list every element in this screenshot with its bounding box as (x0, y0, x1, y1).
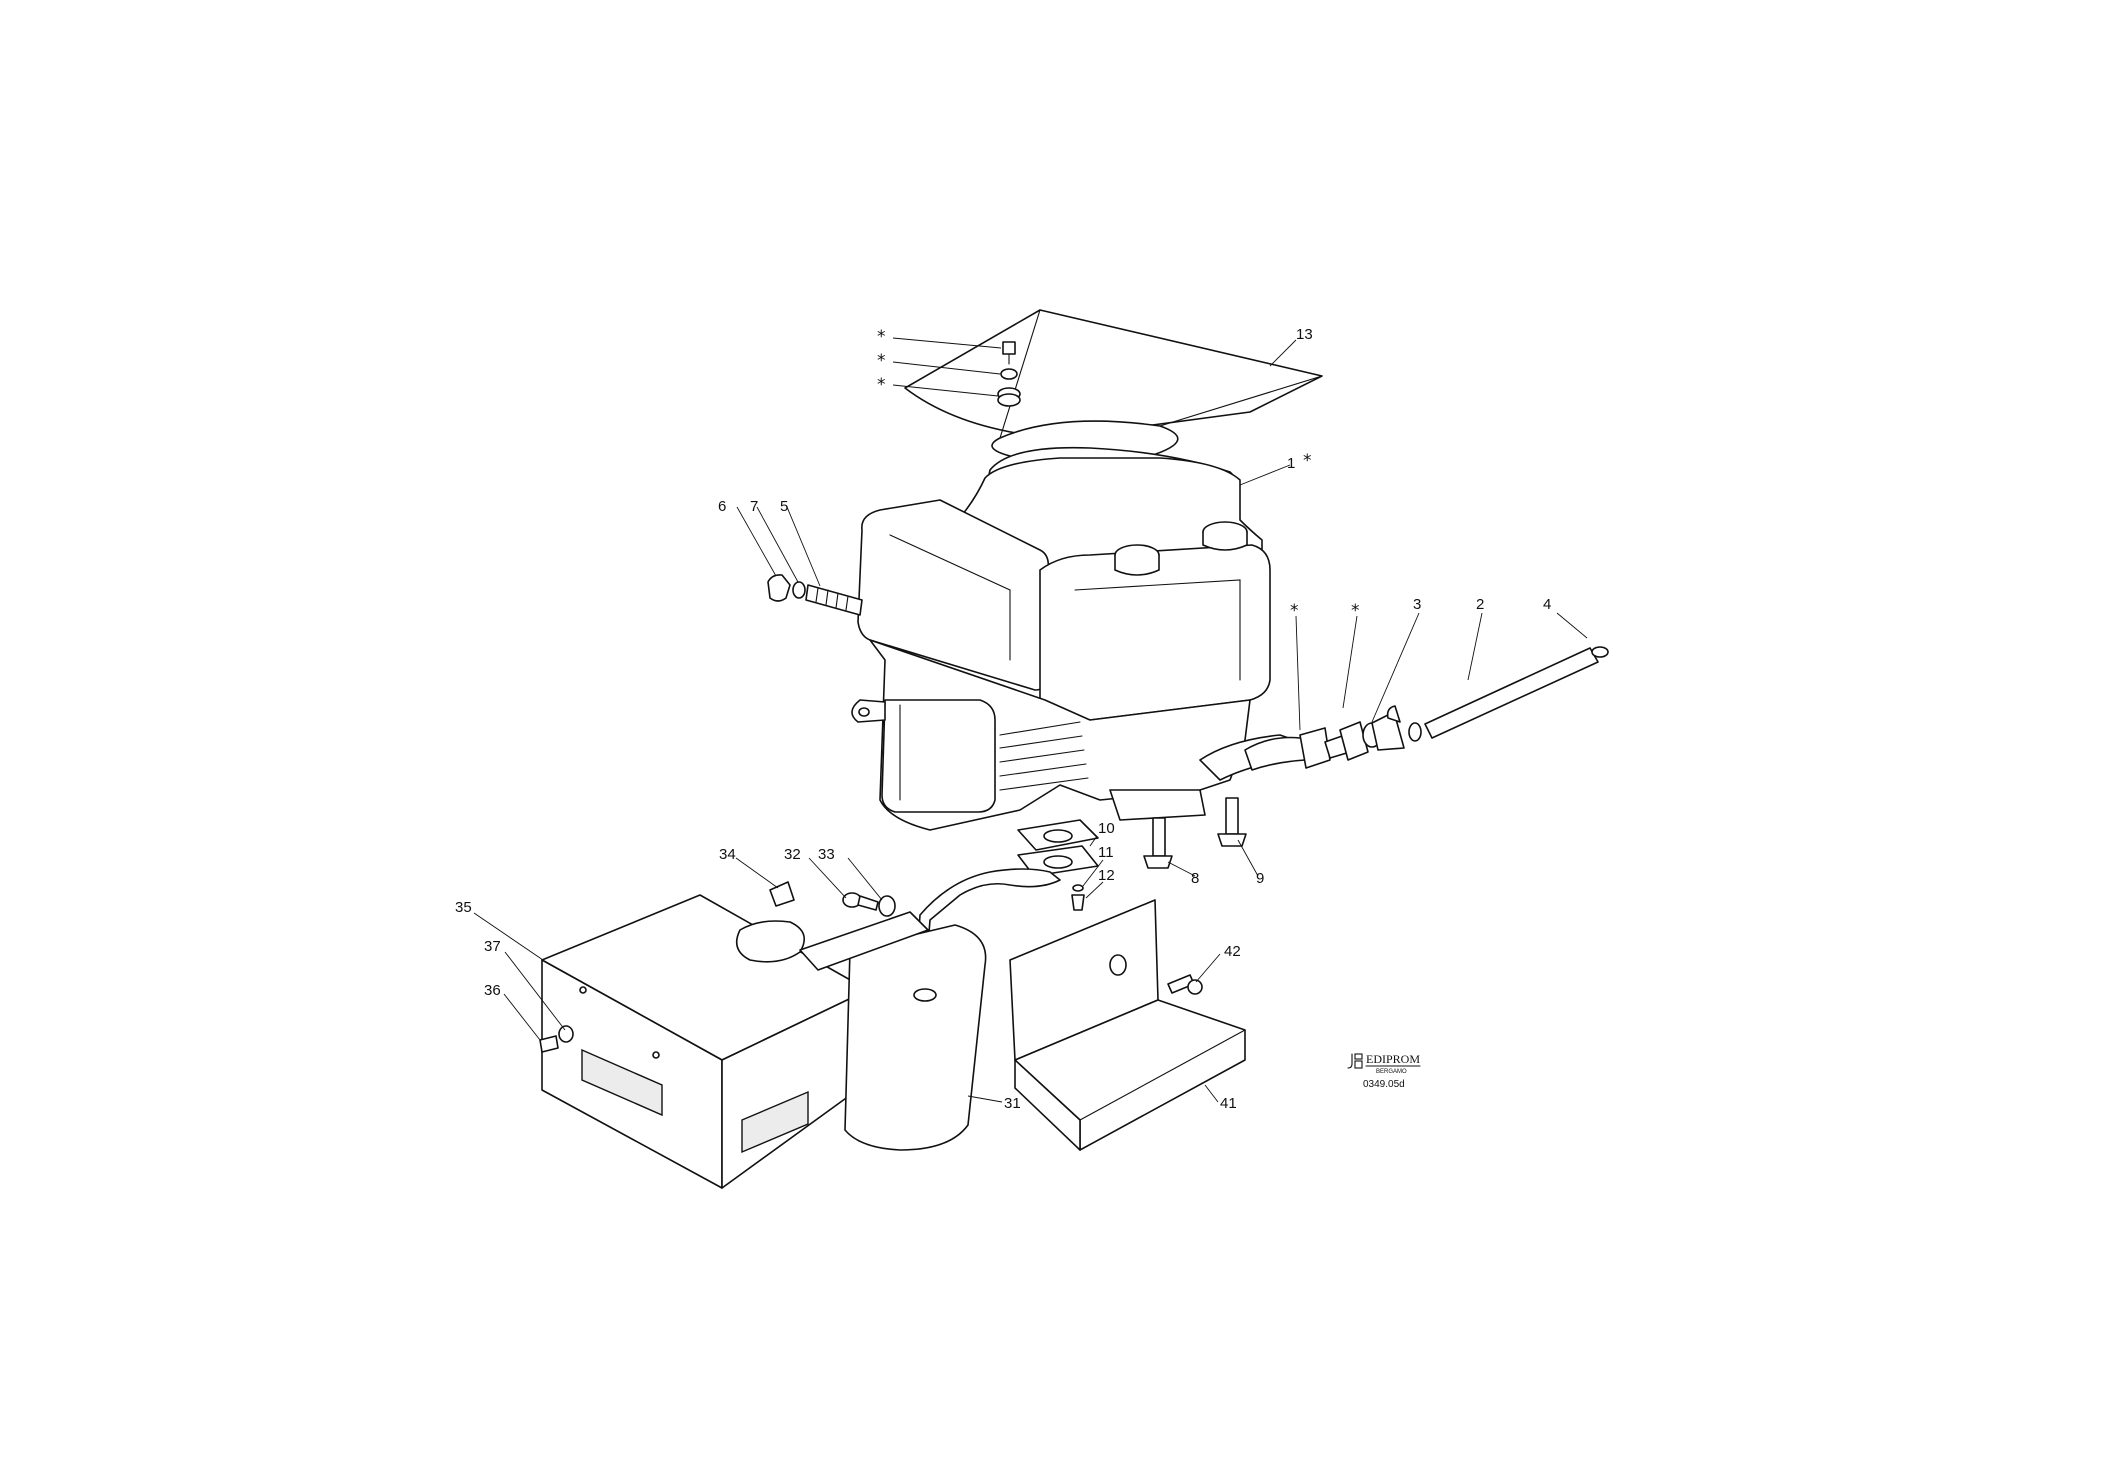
callout-7: 7 (750, 498, 758, 515)
fuel-line-assembly (1244, 646, 1609, 771)
callout-6: 6 (718, 498, 726, 515)
cowl-bolt-stack (997, 341, 1021, 407)
marker-fuel-2: * (1351, 601, 1360, 621)
marker-fuel-1: * (1290, 601, 1299, 621)
ediprom-logo: EDIPROM BERGAMO 0349.05d (1347, 1052, 1421, 1090)
callout-3: 3 (1413, 596, 1421, 613)
muffler-guard (541, 894, 869, 1189)
callout-4: 4 (1543, 596, 1551, 613)
ediprom-logo-icon (1347, 1053, 1363, 1069)
oil-drain-fitting (767, 574, 863, 616)
marker-cowl-1: * (877, 327, 886, 347)
leader-lines (473, 337, 1588, 1103)
marker-cowl-3: * (877, 375, 886, 395)
callout-36: 36 (484, 982, 501, 999)
muffler-body (799, 911, 987, 1151)
callout-34: 34 (719, 846, 736, 863)
callout-1: 1 (1287, 455, 1295, 472)
drawing-reference: 0349.05d (1363, 1079, 1405, 1090)
marker-cowl-2: * (877, 351, 886, 371)
exhaust-pipe-gasket (917, 819, 1099, 946)
callout-35: 35 (455, 899, 472, 916)
heat-shield (1009, 899, 1246, 1151)
callout-5: 5 (780, 498, 788, 515)
callout-13: 13 (1296, 326, 1313, 343)
logo-sub: BERGAMO (1376, 1069, 1407, 1075)
callout-41: 41 (1220, 1095, 1237, 1112)
heat-shield-bolt (1167, 974, 1203, 995)
callout-9: 9 (1256, 870, 1264, 887)
callout-42: 42 (1224, 943, 1241, 960)
callout-32: 32 (784, 846, 801, 863)
callout-12: 12 (1098, 867, 1115, 884)
callout-11: 11 (1098, 844, 1114, 861)
callout-2: 2 (1476, 596, 1484, 613)
callout-37: 37 (484, 938, 501, 955)
callout-33: 33 (818, 846, 835, 863)
marker-engine: * (1303, 451, 1312, 471)
callout-31: 31 (1004, 1095, 1021, 1112)
muffler-fasteners (769, 881, 896, 917)
asterisk-markers: * * * * * * (877, 327, 1360, 621)
guard-bolts (539, 1025, 574, 1053)
mounting-bolts (1143, 797, 1247, 869)
callout-labels: 13 1 6 7 5 3 2 4 10 11 12 8 9 34 32 33 3… (455, 326, 1551, 1112)
callout-10: 10 (1098, 820, 1115, 837)
logo-name: EDIPROM (1366, 1052, 1420, 1066)
engine-part (851, 457, 1301, 831)
callout-8: 8 (1191, 870, 1199, 887)
